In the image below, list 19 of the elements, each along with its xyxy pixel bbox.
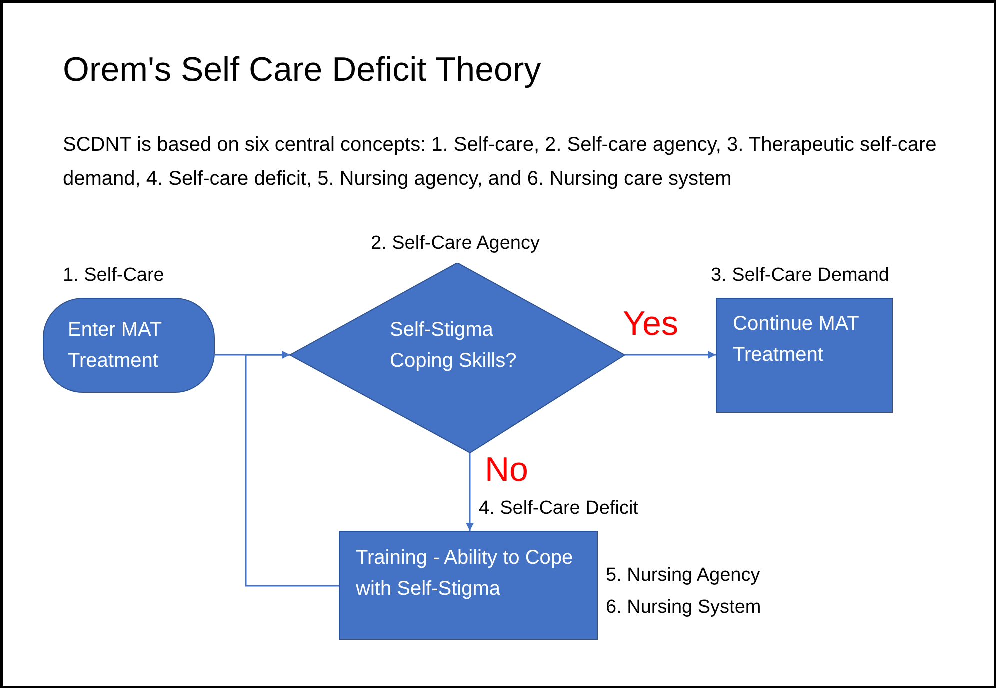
node-text: Enter MAT Treatment (67, 318, 163, 374)
concept-label: 2. Self-Care Agency (371, 232, 540, 256)
process-box (716, 298, 893, 413)
node-text: Self-Stigma Coping Skills? (389, 318, 518, 374)
decision-diamond (290, 263, 625, 453)
concept-label: 5. Nursing Agency (606, 564, 760, 588)
concept-label: 1. Self-Care (63, 264, 164, 288)
process-box (339, 531, 598, 640)
arrow (245, 351, 339, 587)
arrow (466, 453, 474, 531)
diagram-title: Orem's Self Care Deficit Theory (63, 50, 542, 91)
concept-label: 4. Self-Care Deficit (479, 497, 638, 521)
node-text: Continue MAT Treatment (732, 312, 860, 368)
arrow (625, 351, 716, 359)
description-text: SCDNT is based on six central concepts: 1. Self-care, 2. Self-care agency, 3. Therapeutic self-care demand, 4. Self-care deficit, 5. Nursing agency, and 6. Nursing care system (63, 133, 938, 192)
terminal-shape (43, 298, 215, 393)
node-text: Training - Ability to Cope with Self-Stigma (355, 546, 574, 602)
concept-label: 3. Self-Care Demand (711, 264, 890, 288)
concept-label: 6. Nursing System (606, 596, 762, 620)
